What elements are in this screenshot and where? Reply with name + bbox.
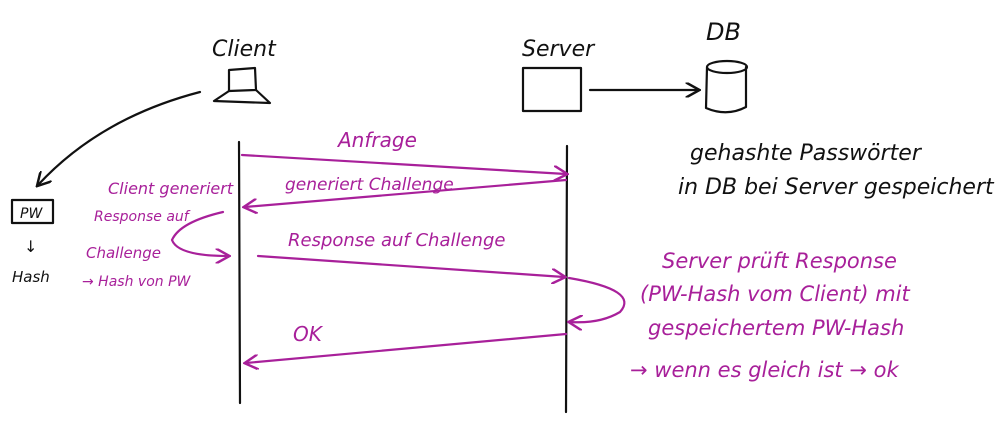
database-icon bbox=[704, 59, 749, 114]
response-label: Response auf Challenge bbox=[288, 230, 505, 251]
client-note-line4: → Hash von PW bbox=[82, 274, 192, 290]
client-note-line2: Response auf bbox=[94, 209, 191, 225]
ok-label: OK bbox=[293, 322, 324, 346]
challenge-arrow bbox=[245, 178, 568, 207]
db-label: DB bbox=[706, 18, 741, 46]
challenge-label: generiert Challenge bbox=[285, 175, 454, 195]
server-note-line1: Server prüft Response bbox=[662, 249, 897, 273]
hash-label: Hash bbox=[12, 268, 50, 286]
server-note-line3: gespeichertem PW-Hash bbox=[648, 316, 904, 340]
client-label: Client bbox=[212, 37, 277, 62]
client-to-pw-arrow bbox=[38, 90, 202, 185]
client-note-line3: Challenge bbox=[86, 244, 161, 262]
request-arrow bbox=[240, 153, 566, 174]
server-label: Server bbox=[522, 37, 596, 62]
down-arrow-glyph: ↓ bbox=[24, 237, 37, 256]
server-note-line2: (PW-Hash vom Client) mit bbox=[640, 282, 911, 306]
request-label: Anfrage bbox=[336, 128, 417, 152]
client-lifeline bbox=[237, 140, 242, 405]
ok-arrow bbox=[246, 332, 568, 363]
pw-box-label: PW bbox=[20, 206, 43, 222]
client-note-line1: Client generiert bbox=[108, 179, 234, 198]
server-note-line4: → wenn es gleich ist → ok bbox=[630, 358, 899, 382]
client-self-arrow bbox=[170, 210, 228, 256]
db-note-line2: in DB bei Server gespeichert bbox=[678, 175, 995, 200]
pw-box bbox=[10, 198, 55, 225]
laptop-icon bbox=[212, 66, 272, 105]
server-self-arrow bbox=[569, 276, 626, 322]
server-box bbox=[521, 66, 583, 113]
response-arrow bbox=[256, 254, 564, 277]
server-lifeline bbox=[564, 144, 569, 414]
db-note-line1: gehashte Passwörter bbox=[690, 141, 923, 166]
